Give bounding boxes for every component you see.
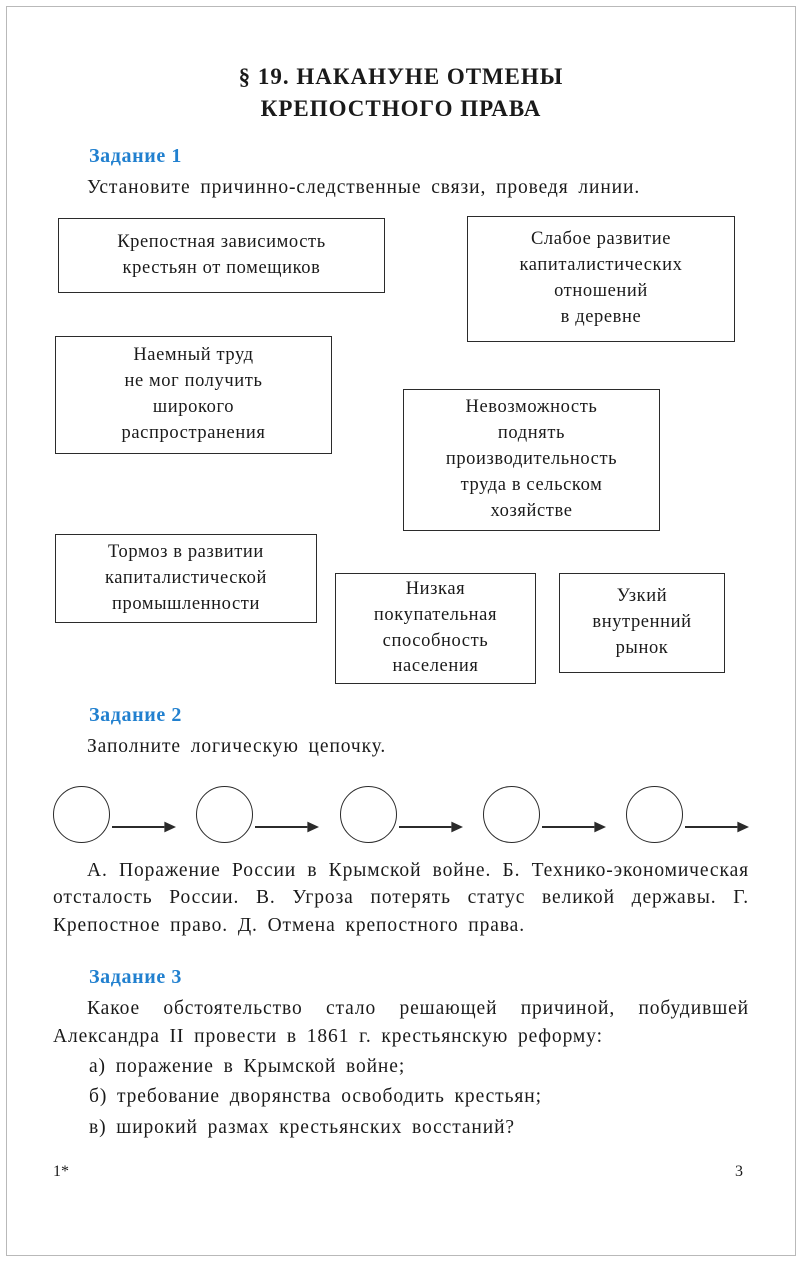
page-title-line2: КРЕПОСТНОГО ПРАВА	[260, 96, 542, 122]
workbook-page: § 19. НАКАНУНЕ ОТМЕНЫ КРЕПОСТНОГО ПРАВА З…	[6, 6, 796, 1256]
chain-unit-5	[626, 785, 749, 843]
chain-circle	[53, 785, 110, 843]
chain-circle	[339, 785, 397, 843]
task3-option-b: б) требование дворянства освободить крес…	[89, 1086, 542, 1108]
arrow-right-icon	[255, 821, 320, 833]
task3-heading: Задание 3	[89, 965, 182, 988]
chain-circle	[482, 785, 540, 843]
arrow-right-icon	[112, 821, 176, 833]
task2-heading: Задание 2	[89, 704, 182, 727]
page-title-line1: § 19. НАКАНУНЕ ОТМЕНЫ	[238, 64, 564, 89]
page-number: 3	[735, 1163, 743, 1180]
page-title: § 19. НАКАНУНЕ ОТМЕНЫ КРЕПОСТНОГО ПРАВА	[53, 61, 749, 125]
task1-heading: Задание 1	[89, 145, 182, 168]
diagram-box-narrow-market: Узкий внутренний рынок	[559, 573, 725, 674]
diagram-box-serfdom: Крепостная зависимость крестьян от помещ…	[58, 218, 385, 294]
task-2-section: Задание 2 Заполните логическую цепочку.	[53, 704, 749, 940]
diagram-box-hired-labor: Наемный труд не мог получить широкого ра…	[55, 336, 332, 455]
chain-unit-3	[339, 785, 463, 843]
task1-instruction: Установите причинно-следственные связи, …	[87, 177, 641, 199]
task-1-section: Задание 1 Установите причинно-следственн…	[53, 145, 749, 690]
task3-options: а) поражение в Крымской войне; б) требов…	[53, 1052, 749, 1143]
logic-chain	[53, 781, 749, 843]
task3-option-v: в) широкий размах крестьянских восстаний…	[89, 1116, 515, 1138]
chain-unit-4	[482, 785, 606, 843]
chain-circle	[626, 785, 683, 843]
diagram-box-industry-brake: Тормоз в развитии капиталистической пром…	[55, 534, 317, 624]
task-3-section: Задание 3 Какое обстоятельство стало реш…	[53, 966, 749, 1143]
chain-unit-1	[53, 785, 176, 843]
arrow-right-icon	[541, 821, 606, 833]
footer-signature-mark: 1*	[53, 1163, 69, 1180]
cause-effect-diagram: Крепостная зависимость крестьян от помещ…	[53, 216, 749, 690]
task3-question: Какое обстоятельство стало решающей прич…	[53, 997, 749, 1047]
arrow-right-icon	[398, 821, 463, 833]
task3-option-a: а) поражение в Крымской войне;	[89, 1056, 406, 1078]
diagram-box-low-purchasing-power: Низкая покупательная способность населен…	[335, 573, 536, 685]
chain-circle	[196, 785, 254, 843]
task2-answer-options: А. Поражение России в Крымской войне. Б.…	[53, 859, 749, 937]
task2-instruction: Заполните логическую цепочку.	[87, 736, 387, 758]
diagram-box-productivity: Невозможность поднять производительность…	[403, 389, 660, 532]
diagram-box-weak-capitalism: Слабое развитие капиталистических отноше…	[467, 216, 735, 343]
chain-unit-2	[196, 785, 320, 843]
arrow-right-icon	[685, 821, 749, 833]
